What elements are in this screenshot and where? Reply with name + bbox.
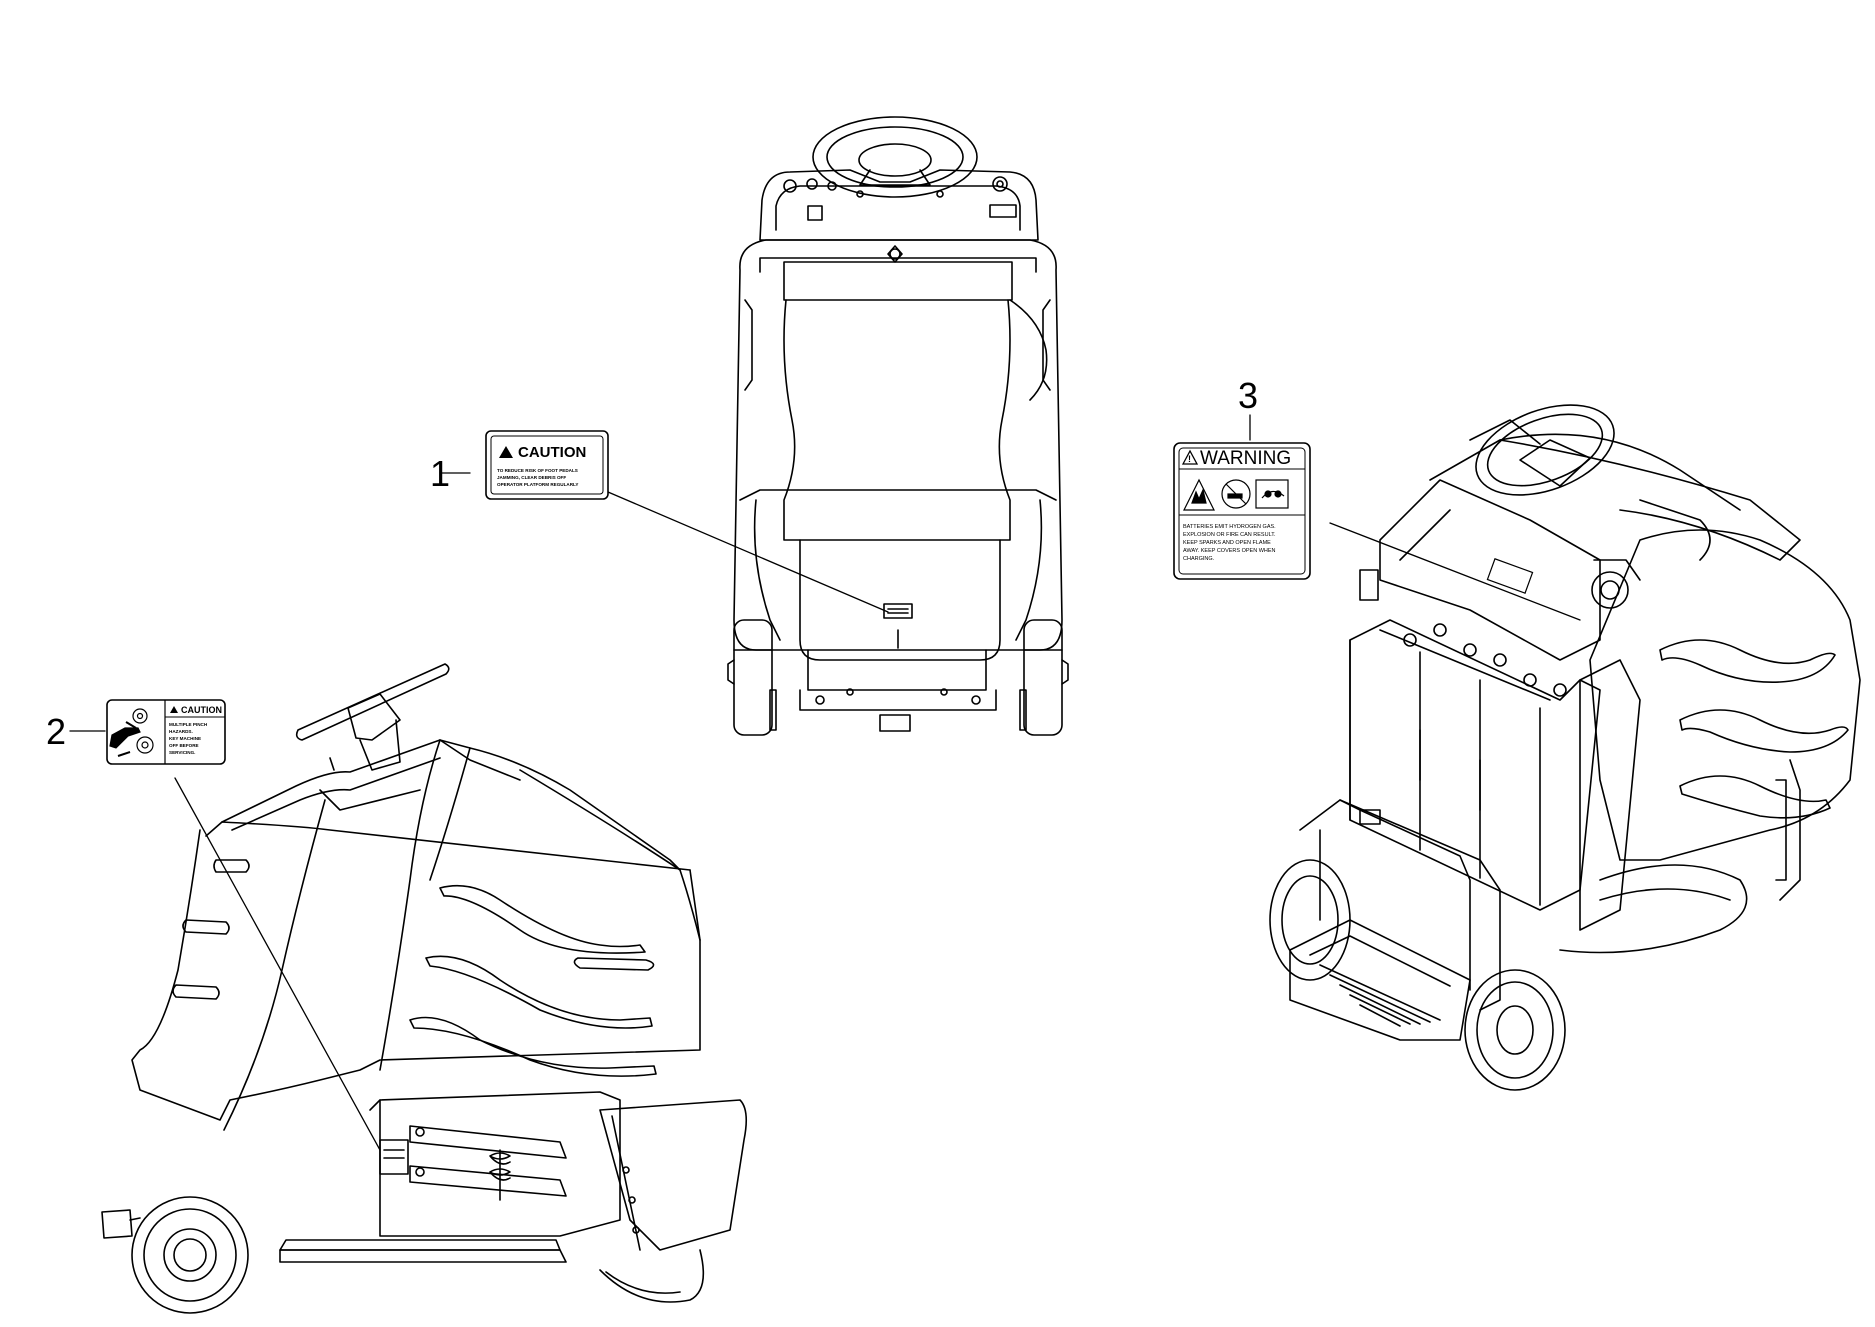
decal-1-heading: CAUTION xyxy=(518,444,586,461)
decal-3-line: KEEP SPARKS AND OPEN FLAME xyxy=(1183,540,1271,546)
decal-3-line: BATTERIES EMIT HYDROGEN GAS. xyxy=(1183,524,1276,530)
decal-2-line: MULTIPLE PINCH xyxy=(169,722,208,727)
decal-3-heading: WARNING xyxy=(1200,448,1291,469)
eye-protection-icon xyxy=(1255,479,1289,509)
decal-2-line: OFF BEFORE xyxy=(169,743,199,748)
decal-caution-2: CAUTION MULTIPLE PINCH HAZARDS. KEY MACH… xyxy=(106,699,226,765)
machine-iso-view xyxy=(1269,404,1861,1091)
callout-1: 1 xyxy=(430,453,450,494)
decal-1-line: JAMMING, CLEAR DEBRIS OFF xyxy=(497,475,566,480)
decal-3-line: CHARGING. xyxy=(1183,556,1215,562)
warning-triangle-icon xyxy=(1181,449,1199,465)
machine-top-view xyxy=(727,116,1069,736)
decal-2-line: SERVICING. xyxy=(169,750,195,755)
battery-icon xyxy=(1486,558,1534,594)
caution-triangle-icon xyxy=(499,446,513,458)
decal-2-line: KEY MACHINE xyxy=(169,736,201,741)
decal-3-line: AWAY. KEEP COVERS OPEN WHEN xyxy=(1183,548,1276,554)
decal-2-heading: CAUTION xyxy=(181,705,222,715)
hand-pinch-gears-icon xyxy=(109,708,154,757)
callout-3: 3 xyxy=(1238,375,1258,416)
leader-line-3 xyxy=(1329,522,1581,621)
no-smoking-icon xyxy=(1221,479,1251,509)
leader-lines xyxy=(69,414,1581,1151)
leader-line-1 xyxy=(607,491,889,613)
explosion-icon xyxy=(1183,478,1215,511)
callout-2: 2 xyxy=(46,711,66,752)
decal-3-line: EXPLOSION OR FIRE CAN RESULT. xyxy=(1183,532,1276,538)
leader-line-2 xyxy=(174,777,381,1151)
decal-1-line: TO REDUCE RISK OF FOOT PEDALS xyxy=(497,468,578,473)
decal-warning-3: ! WARNING BATTERIES EMIT HYDROGEN GAS. E… xyxy=(1173,442,1311,580)
caution-triangle-icon xyxy=(170,706,178,713)
decal-2-line: HAZARDS. xyxy=(169,729,193,734)
machine-side-view xyxy=(101,663,748,1314)
decal-1-line: OPERATOR PLATFORM REGULARLY xyxy=(497,482,579,487)
decal-caution-1: CAUTION TO REDUCE RISK OF FOOT PEDALS JA… xyxy=(485,430,609,500)
warning-exclamation-glyph: ! xyxy=(1188,454,1191,464)
